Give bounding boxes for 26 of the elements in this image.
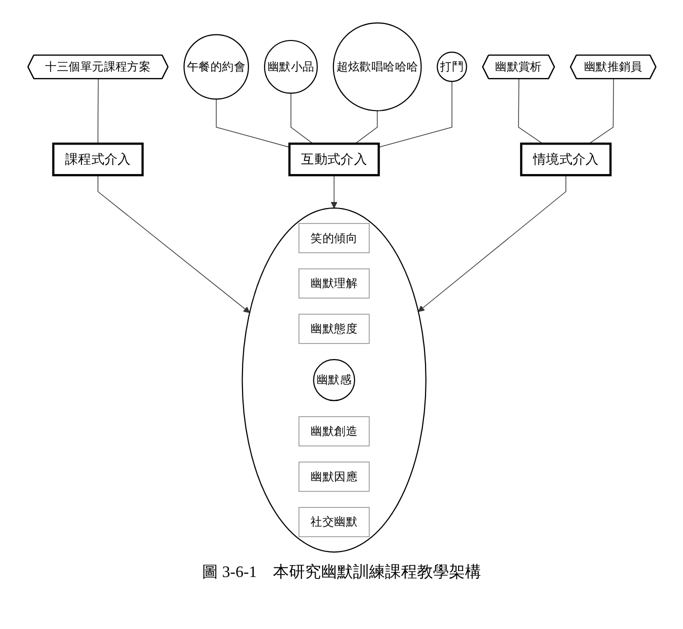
node-box: 幽默態度 [298,314,370,344]
node-box: 幽默因應 [298,462,370,492]
caption: 圖 3-6-1 本研究幽默訓練課程教學架構 [202,562,481,583]
node-box: 幽默創造 [298,416,370,446]
node-circle: 幽默感 [312,359,355,402]
node-box: 課程式介入 [52,142,144,176]
node-box: 幽默理解 [298,268,370,298]
node-box: 社交幽默 [298,507,370,538]
node-circle: 午餐的約會 [183,34,249,100]
connector [290,92,313,144]
node-box: 互動式介入 [288,142,380,176]
node-circle: 超炫歡唱哈哈哈 [332,22,422,112]
connector [215,98,290,148]
node-box: 情境式介入 [520,142,612,176]
node-circle: 幽默小品 [264,40,318,94]
connector [97,78,98,144]
connector [588,78,614,144]
node-circle: 打鬥 [436,52,467,82]
arrow [330,174,337,208]
arrow [97,174,250,313]
connector [378,81,452,148]
connector [354,110,378,144]
cluster [241,208,426,553]
connector [518,78,543,144]
arrow [418,174,566,312]
node-box: 笑的傾向 [298,223,370,254]
